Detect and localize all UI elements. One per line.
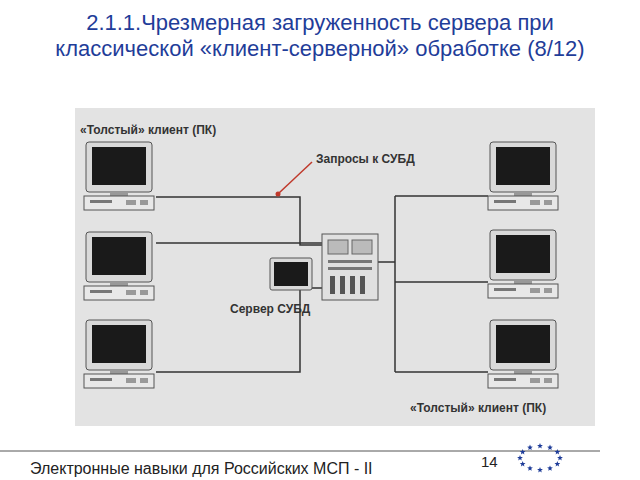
client-label: «Толстый» клиент (ПК) bbox=[410, 401, 546, 415]
client-pcs bbox=[84, 142, 558, 388]
eu-star bbox=[520, 461, 526, 466]
page-number: 14 bbox=[481, 453, 498, 470]
eu-star bbox=[520, 449, 526, 454]
eu-star bbox=[527, 445, 533, 450]
footer-rule bbox=[0, 451, 600, 452]
dbms-server bbox=[270, 234, 378, 300]
client-label: «Толстый» клиент (ПК) bbox=[80, 123, 216, 137]
eu-star bbox=[555, 449, 561, 454]
leader-line bbox=[276, 162, 313, 197]
eu-stars bbox=[517, 443, 563, 472]
callout-label: Запросы к СУБД bbox=[316, 152, 415, 166]
network-wires bbox=[156, 196, 488, 372]
slide-title: 2.1.1.Чрезмерная загруженность сервера п… bbox=[40, 10, 600, 62]
diagram-panel bbox=[75, 108, 595, 426]
server-label: Сервер СУБД bbox=[230, 302, 310, 316]
eu-star bbox=[517, 455, 523, 460]
eu-star bbox=[537, 443, 543, 448]
eu-star bbox=[547, 445, 553, 450]
eu-star bbox=[527, 465, 533, 470]
eu-star bbox=[537, 467, 543, 472]
eu-star bbox=[555, 461, 561, 466]
eu-star bbox=[547, 465, 553, 470]
eu-star bbox=[557, 455, 563, 460]
footer-text: Электронные навыки для Российских МСП - … bbox=[30, 460, 373, 478]
